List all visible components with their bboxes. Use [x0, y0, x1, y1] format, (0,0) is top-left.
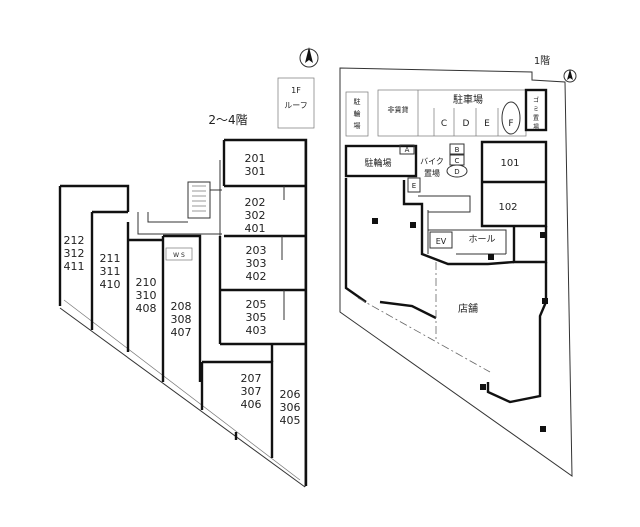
unit-number: 411: [64, 260, 85, 273]
parking-slot-f: F: [508, 119, 513, 129]
store-label: 店舗: [458, 302, 478, 315]
roof-label: ルーフ: [284, 101, 308, 110]
bike-parking-line2: 置場: [424, 168, 440, 178]
unit-number: 303: [246, 257, 267, 270]
unit-number: 305: [246, 311, 267, 324]
unit-number: 212: [64, 234, 85, 247]
unit-number: 210: [136, 276, 157, 289]
unit-102: 102: [498, 202, 517, 213]
unit-number: 201: [245, 152, 266, 165]
stair: [137, 181, 222, 235]
parking-slot-e: E: [484, 119, 490, 129]
non-lease-label: 非賃貸: [388, 105, 409, 114]
parking-slot-d: D: [463, 119, 470, 129]
svg-text:輪: 輪: [354, 109, 361, 118]
upper-floor-label: 2～4階: [208, 112, 247, 127]
unit-number: 306: [280, 401, 301, 414]
unit-101: 101: [500, 158, 519, 169]
svg-text:ミ: ミ: [533, 106, 539, 113]
bike-slot-b: B: [455, 146, 460, 154]
parking-slot-c: C: [441, 119, 447, 129]
north-arrow-icon: [563, 69, 577, 83]
unit-number: 312: [64, 247, 85, 260]
unit-number: 403: [246, 324, 267, 337]
ws-label: W S: [173, 252, 185, 259]
unit-number: 208: [171, 300, 192, 313]
upper-floor-plan: 1F ルーフ 2～4階 W S: [58, 47, 319, 488]
site-outline: [339, 67, 573, 477]
ev-label: EV: [436, 237, 447, 246]
svg-text:ゴ: ゴ: [533, 96, 539, 104]
svg-text:場: 場: [354, 121, 361, 130]
hall-label: ホール: [468, 234, 495, 245]
unit-number: 206: [280, 388, 301, 401]
roof-box: [277, 77, 315, 129]
bicycle-parking-small-line: 駐: [354, 97, 361, 106]
svg-text:置: 置: [533, 115, 539, 122]
bike-slot-e: E: [412, 182, 416, 190]
unit-number: 308: [171, 313, 192, 326]
unit-number: 311: [100, 265, 121, 278]
unit-number: 203: [246, 244, 267, 257]
ground-floor-label: 1階: [534, 55, 550, 67]
unit-number: 402: [246, 270, 267, 283]
garbage-room: [524, 88, 548, 132]
unit-number: 401: [245, 222, 266, 235]
bicycle-parking-main: [344, 144, 418, 178]
unit-number: 307: [241, 385, 262, 398]
bike-slot-c: C: [455, 157, 460, 165]
unit-number: 301: [245, 165, 266, 178]
bike-slot-a: A: [405, 146, 410, 154]
unit-number: 202: [245, 196, 266, 209]
north-arrow-icon: [299, 47, 319, 68]
unit-number: 408: [136, 302, 157, 315]
bicycle-parking-label: 駐輪場: [364, 157, 391, 169]
bike-slot-d: D: [454, 168, 459, 176]
unit-number: 211: [100, 252, 121, 265]
elevator: [429, 231, 453, 249]
unit-number: 205: [246, 298, 267, 311]
unit-number: 405: [280, 414, 301, 427]
svg-text:場: 場: [533, 123, 539, 131]
unit-number: 410: [100, 278, 121, 291]
unit-number: 407: [171, 326, 192, 339]
parking-label: 駐車場: [453, 93, 483, 106]
unit-number: 406: [241, 398, 262, 411]
unit-number: 310: [136, 289, 157, 302]
bike-parking-line1: バイク: [420, 157, 444, 166]
parking-slot-f-highlight: [501, 101, 521, 135]
ground-floor-plan: 1階 駐 輪 場 非賃貸 駐車場 C D E F ゴ ミ 置 場 駐輪場 A: [339, 55, 577, 477]
unit-number: 207: [241, 372, 262, 385]
roof-label-1f: 1F: [291, 86, 301, 95]
unit-number: 302: [245, 209, 266, 222]
